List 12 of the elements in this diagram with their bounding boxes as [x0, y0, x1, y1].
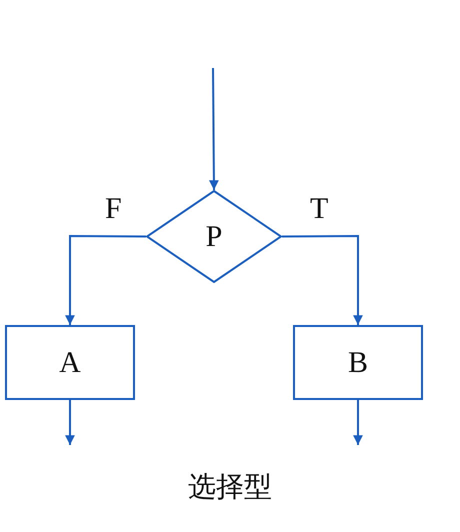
process-box [5, 325, 135, 400]
process-box [293, 325, 423, 400]
node-label: B [348, 348, 368, 378]
arrow [209, 68, 219, 190]
decision-diamond [146, 190, 282, 283]
arrow [65, 235, 146, 326]
node-label: P [206, 222, 222, 252]
arrow [65, 400, 75, 446]
arrow [282, 235, 363, 326]
node-label: A [59, 348, 81, 378]
arrow [353, 400, 363, 446]
caption: 选择型 [188, 470, 272, 504]
